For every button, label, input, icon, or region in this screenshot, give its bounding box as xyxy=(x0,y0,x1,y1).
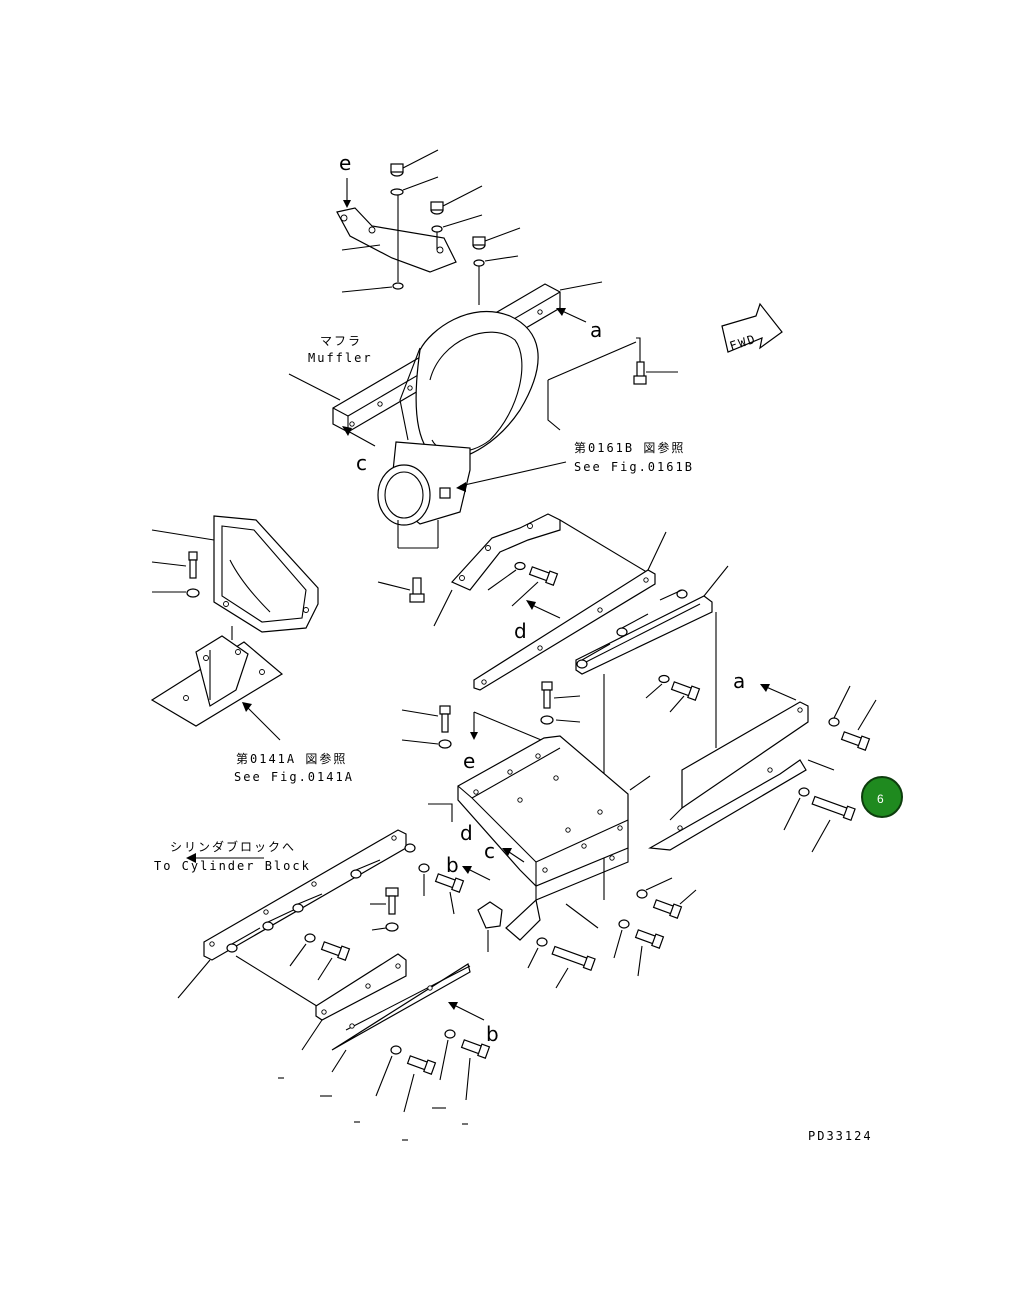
muffler-label-en: Muffler xyxy=(308,351,373,365)
muffler-bracket-assembly: e xyxy=(288,149,678,603)
bolt-right-top xyxy=(633,361,647,385)
callout-a-mid: a xyxy=(733,669,745,693)
callout-c-top: c xyxy=(356,451,367,475)
center-panel-assembly: d a xyxy=(401,513,877,989)
badge-circle[interactable] xyxy=(861,776,903,818)
fig0141a-label-jp: 第0141A 図参照 xyxy=(236,751,347,766)
fig0161b-label-jp: 第0161B 図参照 xyxy=(574,440,685,455)
cylinder-label-en: To Cylinder Block xyxy=(154,859,311,873)
callout-b-lower: b xyxy=(486,1022,499,1046)
cylinder-label-jp: シリンダブロックへ xyxy=(170,839,296,854)
bolt-muffler-bottom xyxy=(409,577,425,603)
left-frame-assembly xyxy=(150,515,319,741)
callout-a-top: a xyxy=(590,318,602,342)
callout-e-top: e xyxy=(339,151,351,175)
pins xyxy=(576,589,688,669)
part-code-label: PD33124 xyxy=(808,1129,873,1143)
callout-e-lower: e xyxy=(463,749,475,773)
page-number-badge[interactable]: 6 xyxy=(861,776,903,818)
muffler-label-jp: マフラ xyxy=(320,334,362,348)
fwd-indicator-icon: FWD xyxy=(721,302,783,353)
housing-holes xyxy=(473,753,623,873)
cylinder-block-bracket: b xyxy=(177,829,499,1141)
callout-d-lower: d xyxy=(460,821,473,845)
nut-stack xyxy=(390,163,486,290)
badge-number: 6 xyxy=(877,792,884,806)
callout-d-upper: d xyxy=(514,619,527,643)
callout-c-lower: c xyxy=(484,839,495,863)
fig0141a-label-en: See Fig.0141A xyxy=(234,770,354,784)
fig0161b-label-en: See Fig.0161B xyxy=(574,460,694,474)
callout-b-mid: b xyxy=(446,853,459,877)
